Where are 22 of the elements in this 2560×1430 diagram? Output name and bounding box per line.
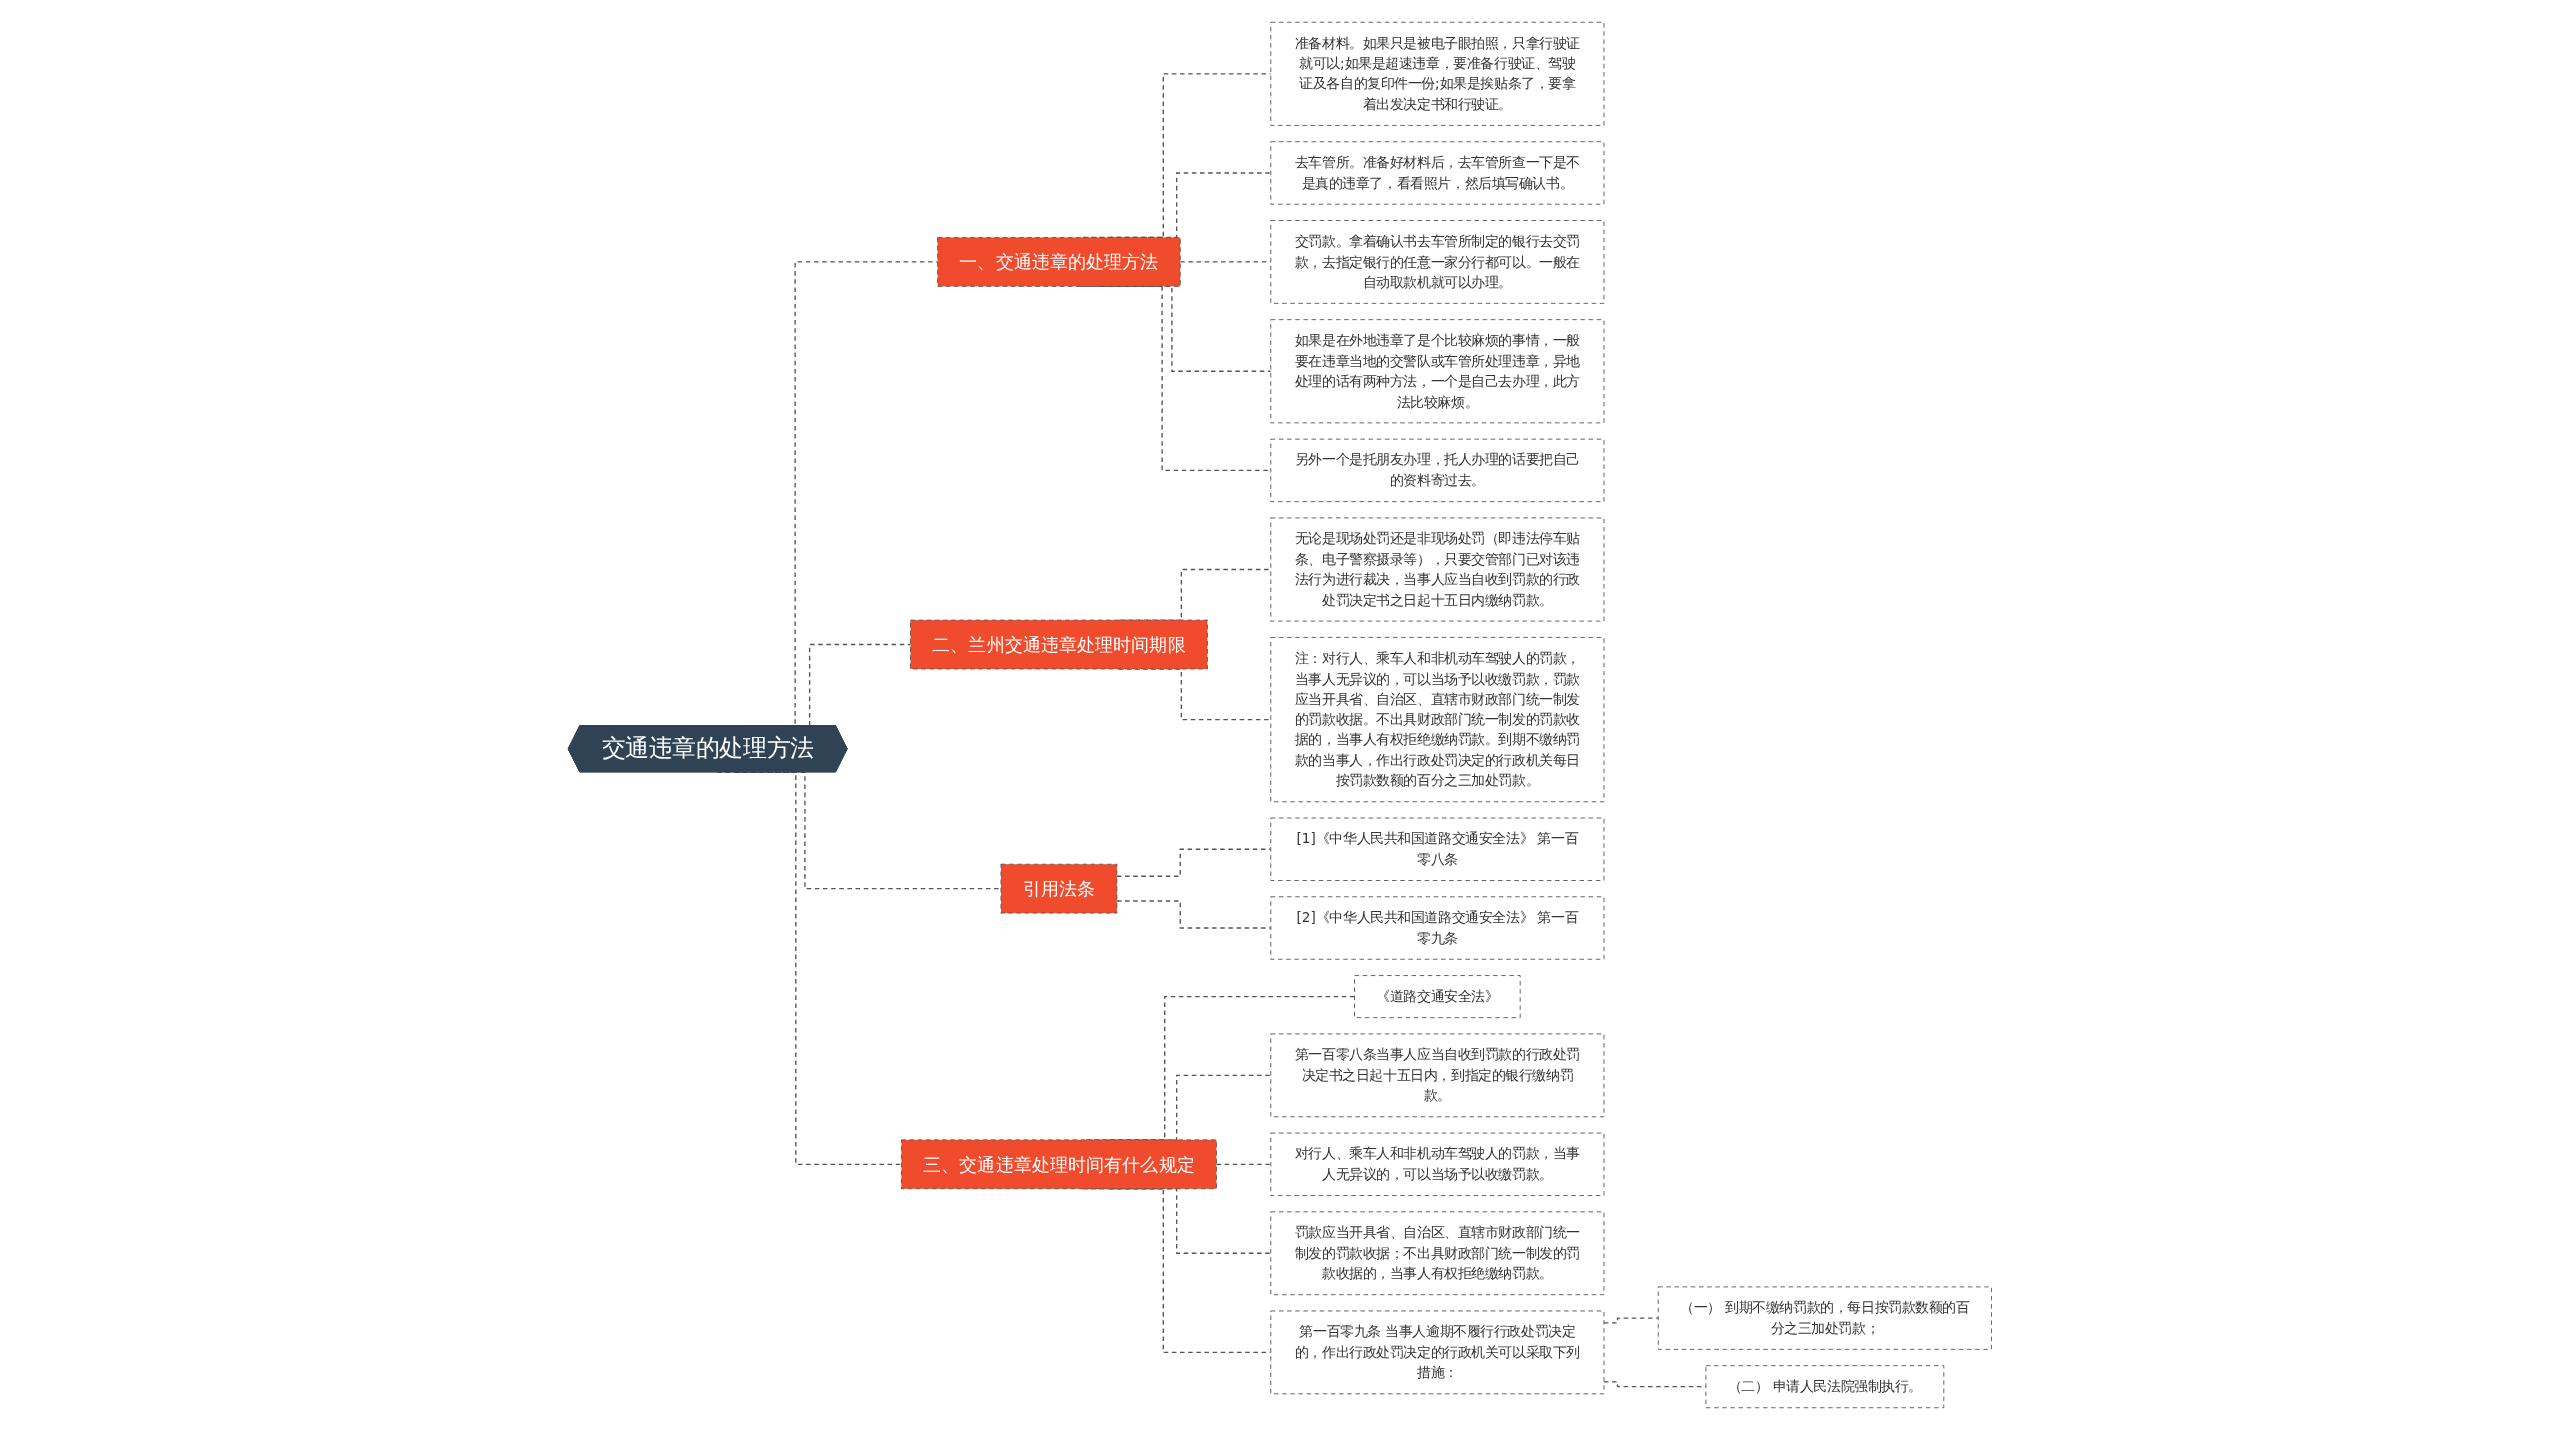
node-box: [1]《中华人民共和国道路交通安全法》 第一百零八条	[1270, 817, 1605, 881]
connector	[1603, 1317, 1660, 1324]
node-box: （二） 申请人民法院强制执行。	[1705, 1365, 1945, 1409]
node-box: 交罚款。拿着确认书去车管所制定的银行去交罚款，去指定银行的任意一家分行都可以。一般在自动取款机就可以办理。	[1270, 220, 1605, 304]
node-box: 引用法条	[1000, 863, 1118, 914]
node-box: （一） 到期不缴纳罚款的，每日按罚款数额的百分之三加处罚款；	[1657, 1286, 1993, 1350]
node-box: 另外一个是托朋友办理，托人办理的话要把自己的资料寄过去。	[1270, 438, 1605, 503]
node-box: 第一百零九条 当事人逾期不履行行政处罚决定的，作出行政处罚决定的行政机关可以采取下列措施：	[1270, 1310, 1605, 1395]
node-box: 一、交通违章的处理方法	[937, 237, 1181, 287]
node-box: 注：对行人、乘车人和非机动车驾驶人的罚款，当事人无异议的，可以当场予以收缴罚款，罚款应当开具省、自治区、直辖市财政部门统一制发的罚款收据。不出具财政部门统一制发的罚款收据的，当事人有权拒绝缴纳罚款。到期不缴纳罚款的当事人，作出行政处罚决定的行政机关每日按罚款数额的百分之三加处罚款。	[1270, 636, 1605, 803]
node-box: 无论是现场处罚还是非现场处罚（即违法停车贴条、电子警察摄录等），只要交管部门已对该违法行为进行裁决，当事人应当自收到罚款的行政处罚决定书之日起十五日内缴纳罚款。	[1270, 517, 1605, 622]
node-box: 三、交通违章处理时间有什么规定	[901, 1139, 1218, 1190]
node-box: [2]《中华人民共和国道路交通安全法》 第一百零九条	[1270, 896, 1605, 960]
node-box: 《道路交通安全法》	[1354, 975, 1521, 1019]
node-box: 二、兰州交通违章处理时间期限	[910, 619, 1209, 670]
node-box: 对行人、乘车人和非机动车驾驶人的罚款，当事人无异议的，可以当场予以收缴罚款。	[1270, 1132, 1605, 1196]
node-box: 准备材料。如果只是被电子眼拍照，只拿行驶证就可以;如果是超速违章，要准备行驶证、驾驶证及各自的复印件一份;如果是挨贴条了，要拿着出发决定书和行驶证。	[1270, 21, 1605, 126]
connector	[1215, 1163, 1272, 1165]
node-box: 罚款应当开具省、自治区、直辖市财政部门统一制发的罚款收据；不出具财政部门统一制发的罚款收据的，当事人有权拒绝缴纳罚款。	[1270, 1211, 1605, 1296]
node-box: 第一百零八条当事人应当自收到罚款的行政处罚决定书之日起十五日内，到指定的银行缴纳罚款。	[1270, 1033, 1605, 1118]
node-box: 如果是在外地违章了是个比较麻烦的事情，一般要在违章当地的交警队或车管所处理违章，异地处理的话有两种方法，一个是自己去办理，此方法比较麻烦。	[1270, 319, 1605, 424]
node-box: 去车管所。准备好材料后，去车管所查一下是不是真的违章了，看看照片，然后填写确认书。	[1270, 141, 1605, 205]
